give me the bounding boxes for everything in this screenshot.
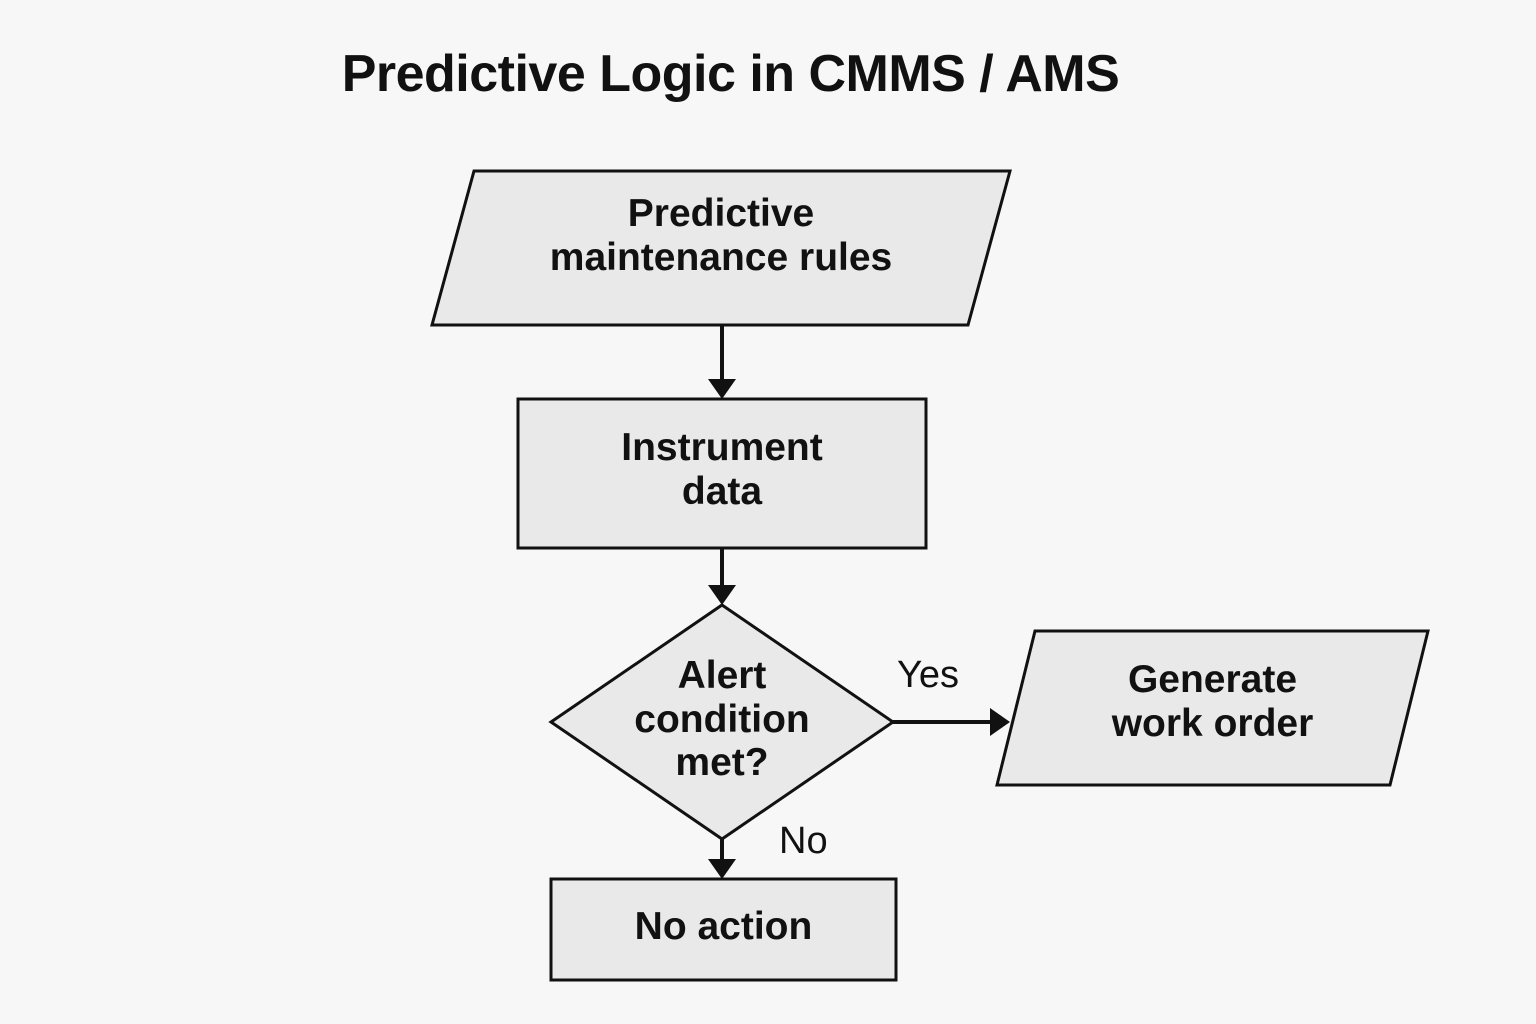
node-alert-condition-met[interactable] xyxy=(548,603,896,841)
edge-instrument-to-alert-arrowhead xyxy=(708,585,736,605)
node-generate-work-order[interactable] xyxy=(995,629,1430,787)
node-no-action[interactable] xyxy=(549,877,898,982)
edge-rules-to-instrument-arrowhead xyxy=(708,379,736,399)
edge-label-no: No xyxy=(779,820,828,862)
edge-alert-to-noaction-arrowhead xyxy=(708,859,736,879)
node-instrument-data[interactable] xyxy=(516,397,928,550)
page-title: Predictive Logic in CMMS / AMS xyxy=(341,45,1120,103)
edge-label-yes: Yes xyxy=(897,654,959,696)
node-predictive-maintenance-rules[interactable] xyxy=(430,169,1012,327)
edge-alert-to-workorder-arrowhead xyxy=(990,708,1010,736)
